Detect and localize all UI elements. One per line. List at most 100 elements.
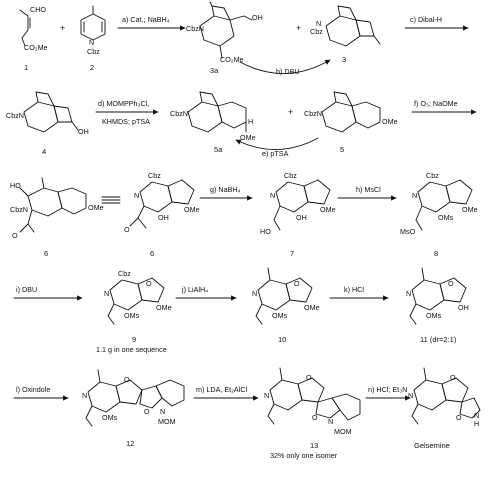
atom-nh: N — [474, 411, 480, 420]
atom-oh: OH — [158, 213, 169, 222]
label-compound-10: 10 — [278, 335, 287, 344]
atom-n: N — [104, 289, 110, 298]
reagent-step-e: e) pTSA — [262, 149, 289, 158]
reagent-step-a: a) Cat.; NaBH₄ — [122, 15, 170, 24]
atom-o: O — [124, 225, 130, 234]
atom-n: N — [82, 391, 88, 400]
atom-o: O — [450, 373, 456, 382]
atom-n: N — [134, 191, 140, 200]
atom-cbzn: CbzN — [186, 24, 204, 33]
structure-4 — [23, 91, 79, 133]
atom-oh: OH — [458, 303, 469, 312]
atom-co2me: CO₂Me — [24, 43, 48, 52]
reagent-step-k: k) HCl — [344, 285, 364, 294]
reagent-step-d-cont: KHMDS; pTSA — [102, 117, 150, 126]
atom-oms: OMs — [438, 213, 454, 222]
atom-oxindole-o: O — [312, 413, 318, 422]
atom-mom: MOM — [334, 427, 352, 436]
structure-5 — [321, 91, 381, 133]
label-compound-9: 9 — [132, 335, 137, 344]
structure-12 — [85, 369, 185, 427]
structure-1 — [19, 9, 31, 47]
label-compound-8: 8 — [434, 249, 439, 258]
structure-gelsemine — [411, 367, 481, 425]
reagent-step-h: h) MsCl — [356, 185, 381, 194]
atom-n: N — [316, 19, 322, 28]
label-compound-1: 1 — [24, 63, 29, 72]
atom-oms: OMs — [124, 311, 140, 320]
reagent-step-c: c) Dibal-H — [410, 15, 442, 24]
atom-oh: OH — [252, 13, 263, 22]
atom-o: O — [294, 279, 300, 288]
label-compound-6: 6 — [44, 249, 49, 258]
yield-note-13: 32% only one isomer — [270, 451, 338, 460]
label-compound-13: 13 — [310, 441, 319, 450]
atom-ho: HO — [260, 227, 271, 236]
structure-7 — [273, 179, 331, 231]
atom-ome: OMe — [382, 117, 398, 126]
atom-oms: OMs — [272, 311, 288, 320]
atom-ome: OMe — [156, 303, 172, 312]
atom-o: O — [146, 279, 152, 288]
atom-cbz: Cbz — [148, 171, 161, 180]
reagent-step-j: j) LiAlH₄ — [182, 285, 209, 294]
atom-o: O — [124, 375, 130, 384]
structure-2 — [80, 5, 106, 41]
structure-11 — [409, 267, 467, 325]
atom-cbzn: CbzN — [6, 111, 24, 120]
atom-h: H — [474, 419, 480, 428]
atom-ome: OMe — [304, 303, 320, 312]
structure-5a — [187, 91, 247, 133]
atom-oxindole-o: O — [144, 407, 150, 416]
atom-oxindole-n: N — [328, 417, 334, 426]
label-compound-12: 12 — [126, 439, 135, 448]
reagent-step-g: g) NaBH₄ — [210, 185, 241, 194]
atom-ome: OMe — [240, 133, 256, 142]
label-compound-5a: 5a — [214, 145, 223, 154]
label-compound-7: 7 — [290, 249, 295, 258]
reagent-step-b: b) DBU — [276, 67, 300, 76]
structure-6 — [19, 177, 87, 233]
atom-ho: HO — [10, 181, 21, 190]
atom-cbz: Cbz — [426, 171, 439, 180]
atom-n: N — [89, 38, 95, 47]
reagent-step-n: n) HCl; Et₃N — [368, 385, 408, 394]
plus-sign: + — [296, 23, 302, 33]
atom-cbz: Cbz — [310, 27, 323, 36]
structure-8 — [415, 179, 473, 231]
label-compound-2: 2 — [90, 63, 95, 72]
atom-n: N — [252, 289, 258, 298]
atom-oxindole-o: O — [456, 413, 462, 422]
label-compound-6b: 6 — [150, 249, 155, 258]
atom-n: N — [270, 191, 276, 200]
atom-cbzn: CbzN — [304, 109, 322, 118]
atom-oh: OH — [296, 213, 307, 222]
atom-ome: OMe — [184, 205, 200, 214]
atom-cbzn: CbzN — [170, 109, 188, 118]
structure-3 — [325, 5, 381, 47]
yield-note-9: 1.1 g in one sequence — [96, 345, 167, 354]
atom-mom: MOM — [158, 417, 176, 426]
label-compound-11: 11 (dr=2:1) — [420, 335, 457, 344]
atom-cbzn: CbzN — [10, 205, 28, 214]
reagent-step-f: f) O₃; NaOMe — [414, 99, 458, 108]
atom-cbz: Cbz — [118, 269, 131, 278]
atom-ome: OMe — [320, 205, 336, 214]
equivalence-sign — [101, 196, 121, 204]
label-compound-3a: 3a — [210, 66, 219, 75]
atom-cho: CHO — [30, 5, 46, 14]
atom-ome: OMe — [462, 205, 478, 214]
label-gelsemine: Gelsemine — [414, 441, 450, 450]
atom-n: N — [408, 391, 414, 400]
plus-sign: + — [288, 107, 294, 117]
atom-h: H — [248, 117, 254, 126]
structure-6b — [129, 179, 195, 229]
atom-o: O — [12, 231, 18, 240]
structure-3a — [199, 1, 253, 59]
atom-oms: OMs — [426, 311, 442, 320]
reagent-step-l: l) Oxindole — [16, 385, 51, 394]
atom-ome: OMe — [88, 203, 104, 212]
atom-cbz: Cbz — [87, 47, 100, 56]
arrow-b — [239, 59, 331, 74]
